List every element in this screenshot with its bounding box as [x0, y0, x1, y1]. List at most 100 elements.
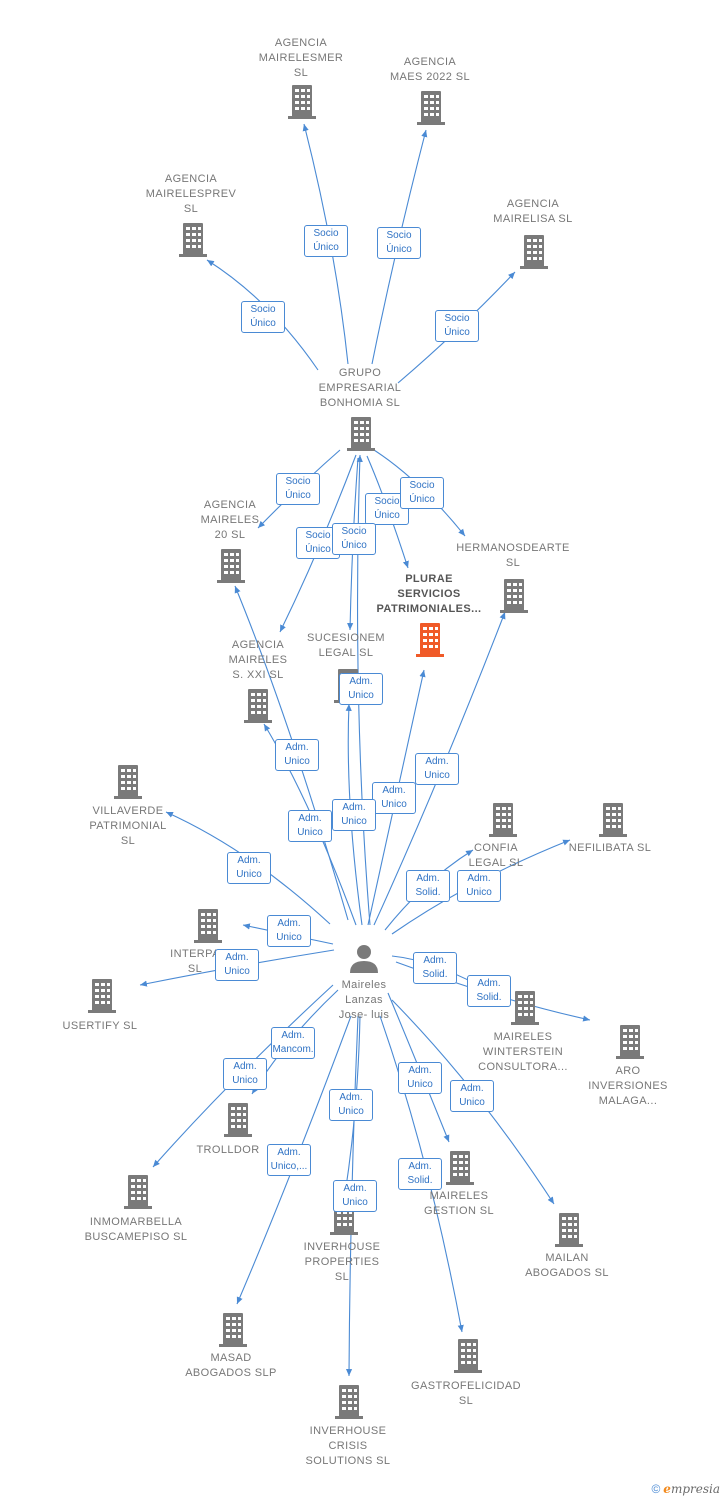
- building-icon[interactable]: [215, 548, 247, 584]
- building-shape: [114, 765, 142, 799]
- building-icon[interactable]: [487, 802, 519, 838]
- relation-badge[interactable]: Socio Único: [377, 227, 421, 259]
- building-shape: [124, 1175, 152, 1209]
- brand-logo[interactable]: empresia: [663, 1482, 720, 1496]
- building-shape: [88, 979, 116, 1013]
- building-shape: [599, 803, 627, 837]
- building-shape: [520, 235, 548, 269]
- relation-badge[interactable]: Adm. Mancom.: [271, 1027, 315, 1059]
- building-icon[interactable]: [553, 1212, 585, 1248]
- building-shape: [244, 689, 272, 723]
- node-label-winterstein[interactable]: MAIRELES WINTERSTEIN CONSULTORA...: [478, 1030, 568, 1073]
- relation-badge[interactable]: Adm. Unico: [372, 782, 416, 814]
- relation-badge[interactable]: Adm. Unico: [288, 810, 332, 842]
- building-icon[interactable]: [345, 416, 377, 452]
- relation-badge[interactable]: Adm. Unico: [329, 1089, 373, 1121]
- relation-badge[interactable]: Adm. Unico: [450, 1080, 494, 1112]
- building-icon[interactable]: [614, 1024, 646, 1060]
- relation-badge[interactable]: Adm. Solid.: [406, 870, 450, 902]
- node-label-usertify[interactable]: USERTIFY SL: [62, 1019, 138, 1032]
- node-label-masad[interactable]: MASAD ABOGADOS SLP: [185, 1352, 277, 1379]
- node-label-mairele20[interactable]: AGENCIA MAIRELES 20 SL: [200, 498, 260, 541]
- relation-badge[interactable]: Adm. Unico: [415, 753, 459, 785]
- person-icon[interactable]: [348, 940, 380, 976]
- building-icon[interactable]: [597, 802, 629, 838]
- building-icon[interactable]: [518, 234, 550, 270]
- relation-badge[interactable]: Adm. Unico: [332, 799, 376, 831]
- node-label-mairelisa[interactable]: AGENCIA MAIRELISA SL: [493, 198, 573, 225]
- building-icon[interactable]: [242, 688, 274, 724]
- node-label-inmomarbella[interactable]: INMOMARBELLA BUSCAMEPISO SL: [84, 1216, 188, 1243]
- relation-badge[interactable]: Adm. Unico: [223, 1058, 267, 1090]
- building-icon[interactable]: [415, 90, 447, 126]
- relationship-arrow: [234, 585, 349, 921]
- relation-badge[interactable]: Adm. Unico: [215, 949, 259, 981]
- building-icon[interactable]: [333, 1384, 365, 1420]
- building-icon[interactable]: [509, 990, 541, 1026]
- relation-badge[interactable]: Socio Único: [400, 477, 444, 509]
- relation-badge[interactable]: Socio Único: [241, 301, 285, 333]
- node-label-mailan[interactable]: MAILAN ABOGADOS SL: [525, 1252, 609, 1279]
- building-shape: [217, 549, 245, 583]
- copyright-symbol: ©: [651, 1482, 661, 1496]
- building-shape: [416, 623, 444, 657]
- building-icon[interactable]: [112, 764, 144, 800]
- building-icon[interactable]: [414, 622, 446, 658]
- relation-badge[interactable]: Adm. Unico: [227, 852, 271, 884]
- relation-badge[interactable]: Adm. Unico: [333, 1180, 377, 1212]
- node-label-mairelesprev[interactable]: AGENCIA MAIRELESPREV SL: [145, 172, 237, 215]
- node-label-plurae[interactable]: PLURAE SERVICIOS PATRIMONIALES...: [376, 572, 482, 615]
- node-label-aro[interactable]: ARO INVERSIONES MALAGA...: [588, 1064, 668, 1107]
- node-label-sucesionem[interactable]: SUCESIONEM LEGAL SL: [307, 632, 385, 659]
- building-shape: [224, 1103, 252, 1137]
- node-label-maes[interactable]: AGENCIA MAES 2022 SL: [389, 56, 470, 83]
- building-shape: [500, 579, 528, 613]
- node-label-villaverde[interactable]: VILLAVERDE PATRIMONIAL SL: [89, 804, 167, 847]
- relation-badge[interactable]: Adm. Solid.: [467, 975, 511, 1007]
- building-shape: [335, 1385, 363, 1419]
- building-shape: [219, 1313, 247, 1347]
- node-label-gastro[interactable]: GASTROFELICIDAD SL: [411, 1380, 521, 1407]
- building-shape: [616, 1025, 644, 1059]
- relation-badge[interactable]: Socio Único: [276, 473, 320, 505]
- building-icon[interactable]: [217, 1312, 249, 1348]
- relation-badge[interactable]: Adm. Unico: [267, 915, 311, 947]
- relation-badge[interactable]: Adm. Unico,...: [267, 1144, 311, 1176]
- building-shape: [417, 91, 445, 125]
- building-icon[interactable]: [86, 978, 118, 1014]
- relation-badge[interactable]: Adm. Solid.: [413, 952, 457, 984]
- node-label-inverhouse_c[interactable]: INVERHOUSE CRISIS SOLUTIONS SL: [305, 1424, 391, 1467]
- node-label-trolldor[interactable]: TROLLDOR: [196, 1143, 260, 1156]
- building-icon[interactable]: [286, 84, 318, 120]
- building-icon[interactable]: [177, 222, 209, 258]
- node-label-grupo[interactable]: GRUPO EMPRESARIAL BONHOMIA SL: [318, 366, 402, 409]
- relation-badge[interactable]: Adm. Solid.: [398, 1158, 442, 1190]
- building-shape: [347, 417, 375, 451]
- building-icon[interactable]: [498, 578, 530, 614]
- node-label-interpa[interactable]: INTERPA SL: [170, 948, 220, 975]
- relation-badge[interactable]: Adm. Unico: [398, 1062, 442, 1094]
- node-label-mairelesmer[interactable]: AGENCIA MAIRELESMER SL: [258, 36, 344, 79]
- relation-badge[interactable]: Adm. Unico: [275, 739, 319, 771]
- node-label-mairelesxxi[interactable]: AGENCIA MAIRELES S. XXI SL: [228, 638, 288, 681]
- relation-badge[interactable]: Socio Único: [332, 523, 376, 555]
- relation-badge[interactable]: Socio Único: [304, 225, 348, 257]
- building-icon[interactable]: [452, 1338, 484, 1374]
- node-label-hermanos[interactable]: HERMANOSDEARTE SL: [456, 542, 570, 569]
- building-shape: [555, 1213, 583, 1247]
- relation-badge[interactable]: Adm. Unico: [339, 673, 383, 705]
- building-shape: [194, 909, 222, 943]
- building-icon[interactable]: [444, 1150, 476, 1186]
- footer-brand: ©empresia: [651, 1482, 720, 1496]
- node-label-gestion[interactable]: MAIRELES GESTION SL: [423, 1190, 495, 1217]
- building-icon[interactable]: [192, 908, 224, 944]
- node-label-nefilibata[interactable]: NEFILIBATA SL: [568, 841, 652, 854]
- relation-badge[interactable]: Socio Único: [435, 310, 479, 342]
- node-label-person[interactable]: Maireles Lanzas Jose- luis: [338, 978, 390, 1021]
- building-icon[interactable]: [222, 1102, 254, 1138]
- relation-badge[interactable]: Socio Único: [365, 493, 409, 525]
- building-icon[interactable]: [122, 1174, 154, 1210]
- relation-badge[interactable]: Adm. Unico: [457, 870, 501, 902]
- node-label-confia[interactable]: CONFIA LEGAL SL: [468, 842, 524, 869]
- node-label-inverhouse_p[interactable]: INVERHOUSE PROPERTIES SL: [303, 1240, 381, 1283]
